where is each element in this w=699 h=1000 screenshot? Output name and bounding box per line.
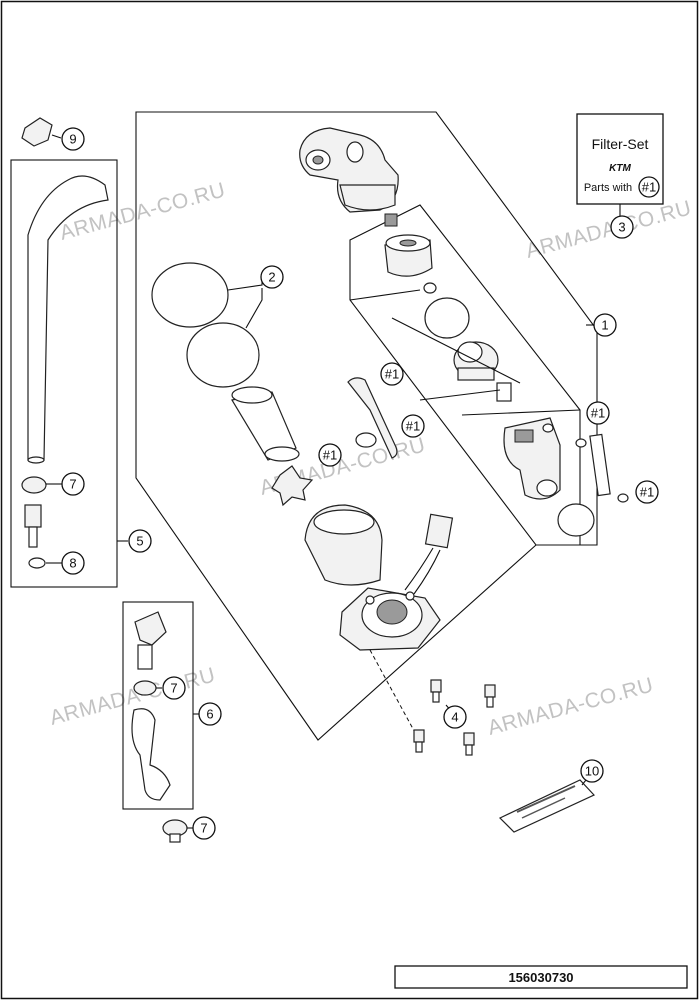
filter-screen-part (347, 377, 398, 459)
spring-part (384, 213, 398, 227)
connector-assembly-box (122, 601, 194, 810)
hose-clamp-part (21, 476, 47, 494)
svg-text:4: 4 (451, 710, 458, 725)
fuel-pump-part (503, 417, 561, 500)
pressure-regulator-part (453, 341, 499, 381)
fuel-filter-part (384, 234, 433, 277)
pump-connector-part (404, 513, 454, 595)
ref-callout-tube-top[interactable]: #1 (586, 401, 610, 425)
svg-text:#1: #1 (323, 448, 337, 463)
label-plate-part (498, 779, 596, 833)
callout-2[interactable]: 2 (260, 265, 284, 289)
thin-tube-part (589, 433, 611, 497)
callout-3[interactable]: 3 (610, 215, 634, 239)
svg-text:#1: #1 (591, 406, 605, 421)
svg-text:8: 8 (69, 556, 76, 571)
pump-ring-part (542, 423, 554, 433)
svg-text:5: 5 (136, 534, 143, 549)
callout-4[interactable]: 4 (443, 705, 467, 729)
svg-text:6: 6 (206, 707, 213, 722)
outer-clamp-part (162, 819, 188, 843)
hose-nipple-part (24, 504, 42, 548)
clip-part (355, 432, 377, 448)
svg-text:#1: #1 (406, 419, 420, 434)
pump-sleeve-part (231, 386, 300, 462)
tube-ring-bottom (617, 493, 629, 503)
hose-assembly-box (10, 159, 118, 588)
ref-callout-regulator[interactable]: #1 (380, 362, 404, 386)
hose-oring-part (28, 557, 46, 569)
callout-7-outer[interactable]: 7 (192, 816, 216, 840)
ktm-logo: KTM (609, 163, 631, 174)
ref-callout-screen[interactable]: #1 (401, 414, 425, 438)
svg-text:7: 7 (200, 821, 207, 836)
svg-text:7: 7 (170, 681, 177, 696)
tube-ring-top (575, 438, 587, 448)
filter-set-caption: Parts with (584, 182, 632, 194)
pump-holder-part (304, 504, 383, 586)
pump-flange-part (339, 587, 441, 651)
svg-text:2: 2 (268, 270, 275, 285)
filter-set-ref: #1 (642, 180, 656, 195)
svg-text:3: 3 (618, 220, 625, 235)
ref-callout-damper[interactable]: #1 (318, 443, 342, 467)
svg-text:10: 10 (585, 764, 599, 779)
screw-part-3 (413, 729, 425, 753)
callout-8[interactable]: 8 (61, 551, 85, 575)
screw-part-2 (484, 684, 496, 708)
fitting-part-9 (21, 117, 53, 147)
callout-7-hose[interactable]: 7 (61, 472, 85, 496)
watermark-5: ARMADA-CO.RU (485, 673, 656, 739)
svg-text:9: 9 (69, 132, 76, 147)
short-hose-part (131, 708, 171, 801)
screw-guide-line (369, 649, 419, 739)
large-oring-2 (186, 322, 260, 388)
screw-part-1 (430, 679, 442, 703)
ref-callout-tube-bottom[interactable]: #1 (635, 480, 659, 504)
svg-text:#1: #1 (640, 485, 654, 500)
filter-set-box: Filter-Set KTM Parts with #1 (576, 113, 664, 205)
screw-part-4 (463, 732, 475, 756)
connector-clamp-part (133, 680, 157, 696)
svg-text:7: 7 (69, 477, 76, 492)
callout-5[interactable]: 5 (128, 529, 152, 553)
watermark-2: ARMADA-CO.RU (523, 196, 694, 262)
quick-connector-part (134, 611, 167, 670)
large-oring-1 (151, 262, 229, 328)
callout-1[interactable]: 1 (593, 313, 617, 337)
svg-text:#1: #1 (385, 367, 399, 382)
small-oring-part (423, 282, 437, 294)
damper-part (271, 465, 314, 507)
callout-9[interactable]: 9 (61, 127, 85, 151)
callout-10[interactable]: 10 (580, 759, 604, 783)
filter-set-title: Filter-Set (592, 136, 649, 152)
callout-7-connector[interactable]: 7 (162, 676, 186, 700)
pump-oring-part (557, 503, 595, 537)
sleeve-part (496, 382, 512, 402)
drawing-number-box: 156030730 (394, 965, 688, 989)
callout-6[interactable]: 6 (198, 702, 222, 726)
svg-text:1: 1 (601, 318, 608, 333)
pump-head-part (299, 127, 399, 213)
fuel-hose-part (27, 175, 109, 464)
filter-oring-part (424, 297, 470, 339)
drawing-number: 156030730 (508, 970, 573, 985)
